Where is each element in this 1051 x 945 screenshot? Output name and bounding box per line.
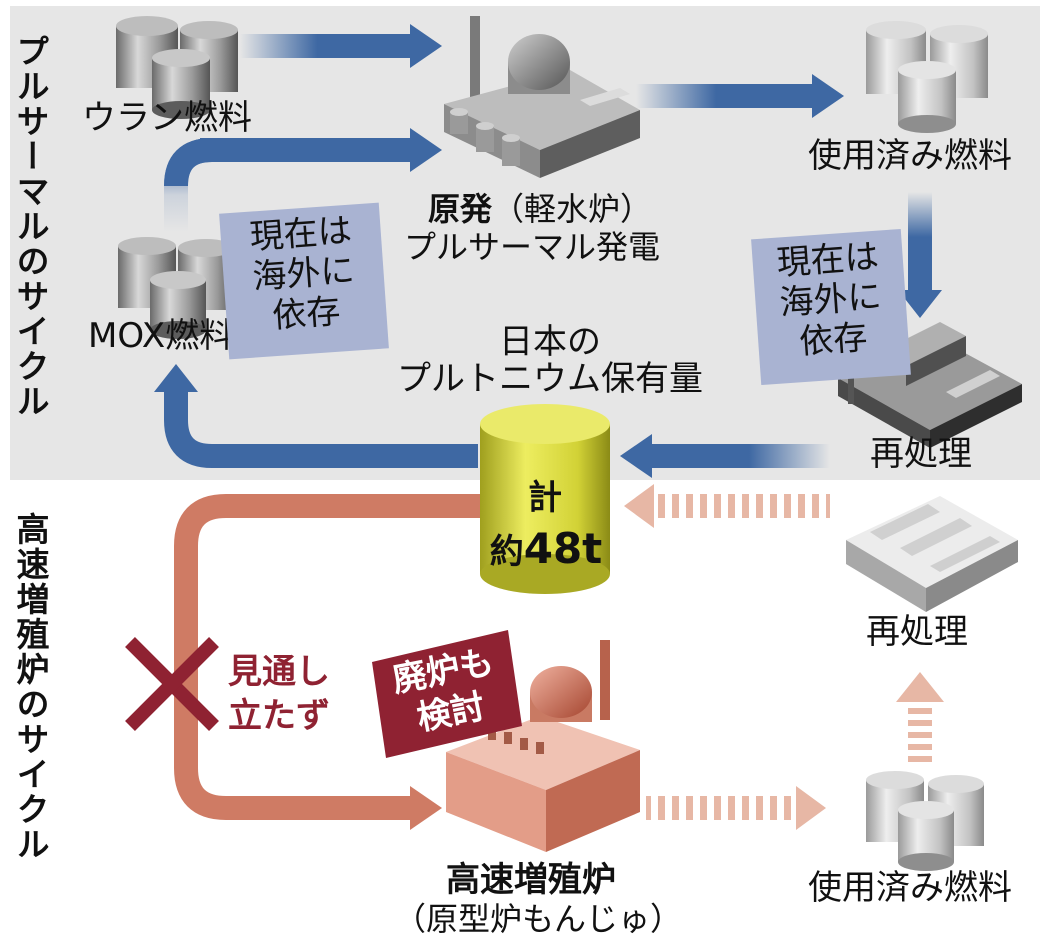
plutonium-stock-cylinder <box>480 404 610 594</box>
mox-fuel-cylinders-icon <box>118 237 234 339</box>
decommission-badge <box>372 630 522 758</box>
mox-fuel-label: MOX燃料 <box>88 316 234 356</box>
reactor-sub-label: プルサーマル発電 <box>404 228 661 266</box>
arrow-spent-fuel-to-fbr-reprocessing <box>896 672 944 768</box>
fbr-cycle-title: 高速増殖炉のサイクル <box>11 512 50 862</box>
fbr-spent-fuel-label: 使用済み燃料 <box>808 868 1012 908</box>
fbr-reprocessing-label: 再処理 <box>866 612 968 652</box>
overseas-dependency-note-right: 現在は 海外に 依存 <box>751 228 911 386</box>
arrow-fbr-to-spent-fuel <box>646 786 826 830</box>
uranium-fuel-cylinders-icon <box>116 16 238 119</box>
cross-mark-icon <box>125 637 219 731</box>
overseas-dependency-note-left: 現在は 海外に 依存 <box>219 202 389 360</box>
arrow-mox-to-reactor <box>164 128 442 232</box>
arrow-reactor-to-spent-fuel <box>636 74 844 118</box>
no-prospect-line-2: 立たず <box>228 696 330 736</box>
arrow-fbr-reprocessing-to-stock <box>624 484 830 528</box>
uranium-fuel-label: ウラン燃料 <box>82 98 252 138</box>
reprocessing-label: 再処理 <box>870 434 972 474</box>
fbr-name-label: 高速増殖炉 <box>446 860 616 900</box>
no-prospect-line-1: 見通し <box>228 652 330 692</box>
arrow-uranium-to-reactor <box>240 24 442 68</box>
stock-total-label: 計 <box>528 478 562 518</box>
fbr-spent-fuel-cylinders-icon <box>866 771 984 871</box>
pluthermal-cycle-title: プルサーマルのサイクル <box>11 34 50 419</box>
arrow-reprocessing-to-stock <box>620 434 830 478</box>
fbr-sub-label: （原型炉もんじゅ） <box>394 900 683 938</box>
stock-title-line-1: 日本の <box>499 322 601 362</box>
arrow-stock-to-mox <box>154 364 478 468</box>
fast-breeder-reactor-icon <box>446 640 640 852</box>
fbr-reprocessing-plant-icon <box>846 496 1018 612</box>
no-prospect-label: 見通し 立たず <box>228 650 330 738</box>
stock-total-amount: 約48t <box>476 524 616 573</box>
plutonium-stock-title: 日本の プルトニウム保有量 <box>382 322 718 400</box>
light-water-reactor-icon <box>444 16 640 178</box>
arrow-stock-to-fbr <box>174 494 480 830</box>
arrow-spent-fuel-to-reprocessing <box>898 192 942 318</box>
spent-fuel-label: 使用済み燃料 <box>808 136 1012 176</box>
reactor-type: （軽水炉） <box>492 190 653 228</box>
reactor-name: 原発 <box>428 190 493 228</box>
stock-title-line-2: プルトニウム保有量 <box>397 359 703 400</box>
stock-total-value: 48t <box>523 524 603 573</box>
spent-fuel-cylinders-icon <box>866 21 988 133</box>
stock-total-prefix: 約 <box>489 532 524 572</box>
reactor-name-label: 原発（軽水炉） <box>428 190 653 228</box>
